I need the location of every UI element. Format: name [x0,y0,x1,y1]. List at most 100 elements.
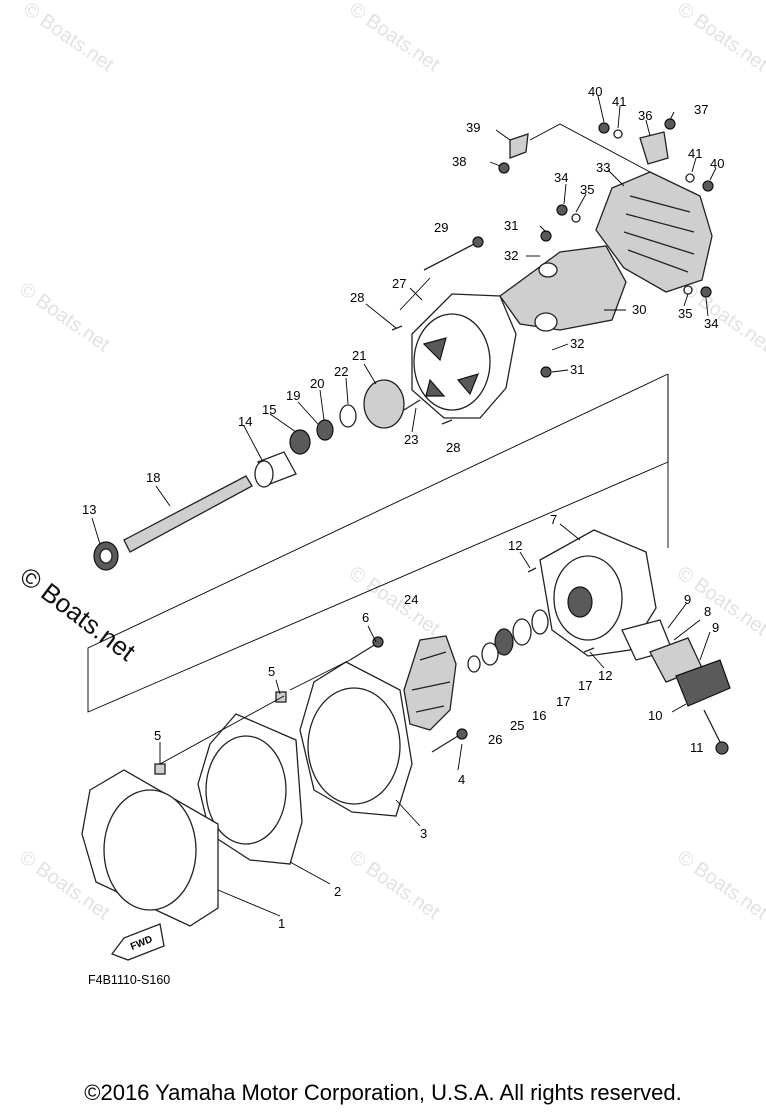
part-label: 36 [638,108,652,123]
copyright-notice: ©2016 Yamaha Motor Corporation, U.S.A. A… [84,1080,682,1105]
part-label: 30 [632,302,646,317]
part-label: 2 [334,884,341,899]
nozzle-pivot [534,312,558,332]
bolt-head [456,728,468,740]
part-label: 5 [268,664,275,679]
part-label: 32 [570,336,584,351]
part-label: 5 [154,728,161,743]
oil-seal [316,419,334,441]
part-label: 21 [352,348,366,363]
ring [531,609,549,635]
housing-vane [425,378,446,397]
watermark: © Boats.net [345,846,444,924]
bolt [349,643,377,661]
nozzle-assembly [93,118,714,571]
part-label: 39 [466,120,480,135]
part-label: 15 [262,402,276,417]
part-label: 35 [678,306,692,321]
part-label: 28 [446,440,460,455]
bolt [664,118,676,130]
part-label: 13 [82,502,96,517]
part-label: 31 [504,218,518,233]
guide-line [559,123,651,173]
watermark-large: © Boats.net [14,561,141,667]
bolt-head [715,741,729,755]
collar [275,691,287,703]
bolt [423,241,479,271]
part-label: 8 [704,604,711,619]
watermark: © Boats.net [15,278,114,356]
part-label: 31 [570,362,584,377]
spacer [494,628,514,656]
pin [391,325,403,331]
part-label: 17 [556,694,570,709]
part-label: 12 [598,668,612,683]
part-label: 14 [238,414,252,429]
part-label: 3 [420,826,427,841]
part-label: 19 [286,388,300,403]
bolt [431,735,459,753]
part-label: 28 [350,290,364,305]
pin [441,419,453,425]
part-label: 34 [554,170,568,185]
watermark: © Boats.net [345,0,444,76]
washer [481,642,499,666]
shaft-bearing-inner [99,548,113,564]
guide-line [289,659,351,691]
part-label: 41 [688,146,702,161]
fwd-arrow-icon [110,923,165,961]
bracket [509,133,529,159]
part-label: 35 [580,182,594,197]
nozzle-deflector [595,171,713,293]
mounting-plate-bore [103,789,197,911]
part-label: 37 [694,102,708,117]
watermark: © Boats.net [345,562,444,640]
bolt [498,162,510,174]
part-label: 27 [392,276,406,291]
part-label: 20 [310,376,324,391]
guide-line [529,123,561,141]
part-label: 17 [578,678,592,693]
impeller-blade [411,651,451,713]
nozzle-deflector-ribs [623,195,695,273]
part-label: 22 [334,364,348,379]
part-label: 9 [684,592,691,607]
pump-case-hub [567,586,593,618]
part-label: 16 [532,708,546,723]
washer [571,213,581,223]
guide-line [399,277,431,311]
part-label: 1 [278,916,285,931]
part-label: 6 [362,610,369,625]
cover [675,659,731,707]
part-label: 23 [404,432,418,447]
part-label: 7 [550,512,557,527]
bearing [289,429,311,455]
bolt [556,204,568,216]
collar [154,763,166,775]
pin [527,567,537,573]
bracket [639,131,669,165]
part-label: 38 [452,154,466,169]
impeller-shaft [123,475,253,553]
housing-inlet [413,313,491,411]
part-label: 11 [690,740,704,755]
part-label: 32 [504,248,518,263]
part-label: 10 [648,708,662,723]
part-label: 26 [488,732,502,747]
part-label: 25 [510,718,524,733]
part-label: 24 [404,592,418,607]
intake-duct-bore [205,735,287,845]
housing-vane [456,373,480,396]
bearing-cap [363,379,405,429]
bolt [700,286,712,298]
part-label: 41 [612,94,626,109]
watermark: © Boats.net [673,0,766,76]
bolt [540,366,552,378]
ring [512,618,532,646]
washer [613,129,623,139]
washer [683,285,693,295]
housing-vane [422,337,447,362]
part-label: 40 [710,156,724,171]
part-label: 9 [712,620,719,635]
